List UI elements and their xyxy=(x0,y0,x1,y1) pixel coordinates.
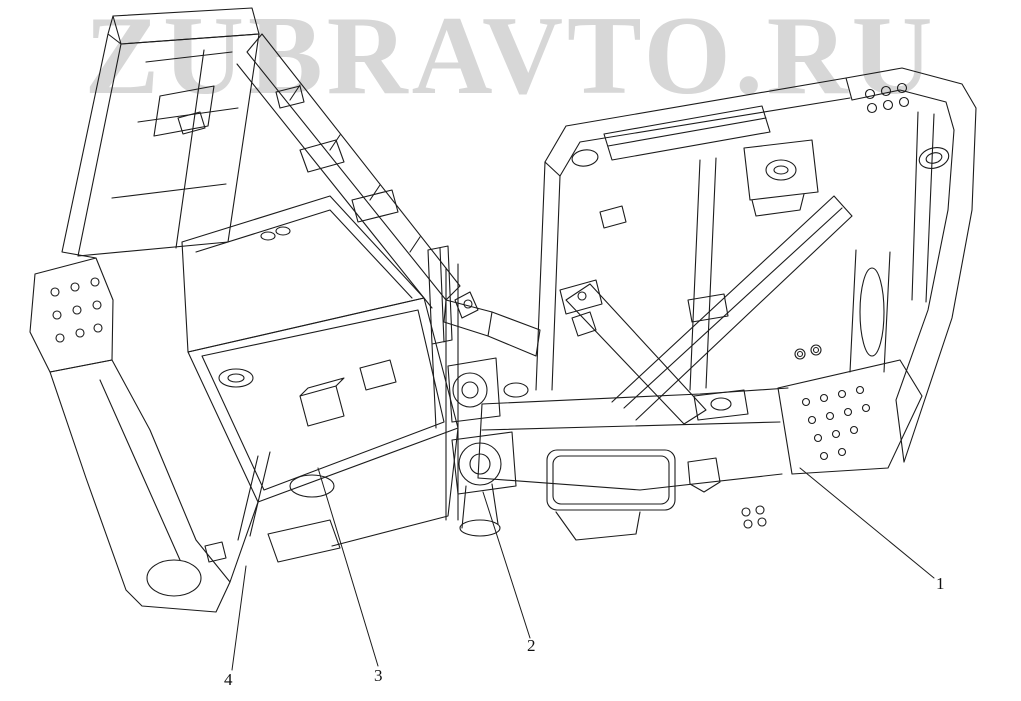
callout-label-4: 4 xyxy=(224,670,233,689)
callout-label-1: 1 xyxy=(936,574,945,593)
left-frame-drawing xyxy=(29,7,493,613)
articulation-joint-drawing xyxy=(445,263,541,537)
leader-lines xyxy=(231,467,935,671)
callout-label-3: 3 xyxy=(374,666,383,685)
right-frame-drawing xyxy=(477,67,977,541)
callout-label-2: 2 xyxy=(527,636,536,655)
